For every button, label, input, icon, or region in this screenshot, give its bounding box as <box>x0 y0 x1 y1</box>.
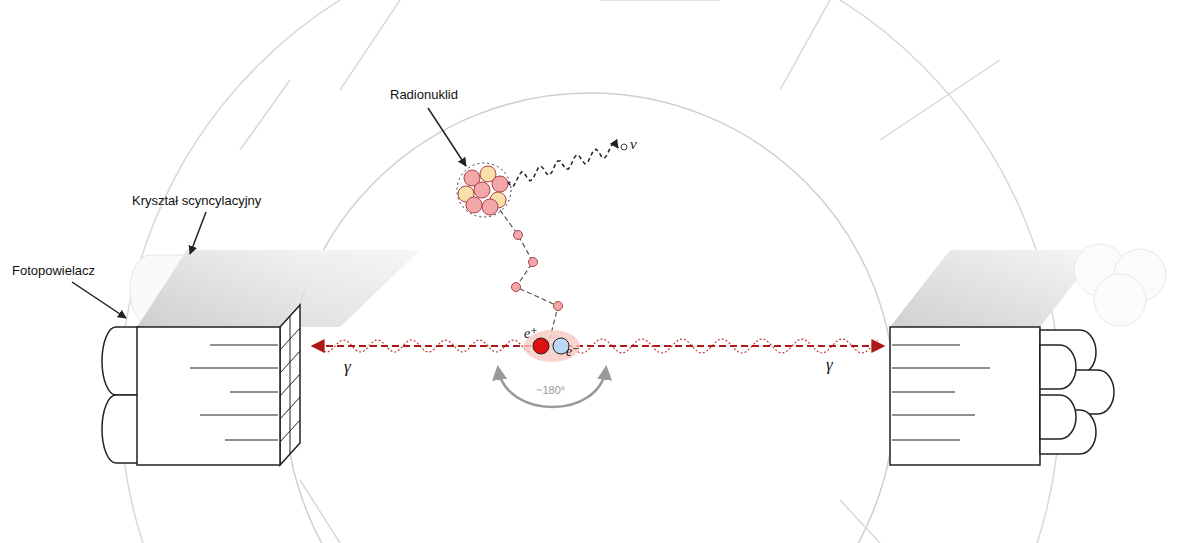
positron-path <box>500 210 558 338</box>
gantry-ring <box>120 0 1060 543</box>
neutrino-symbol: ν <box>630 136 637 153</box>
angle-arc <box>498 368 606 407</box>
crystal-label: Kryształ scyncylacyjny <box>132 194 261 208</box>
photomultiplier-label: Fotopowielacz <box>12 264 95 278</box>
positron-dots <box>512 231 563 311</box>
left-detector <box>102 250 420 465</box>
gamma-symbol: γ <box>344 358 351 377</box>
angle-label: ~180° <box>536 384 565 396</box>
gamma-ray <box>565 345 884 347</box>
radionuclide-label: Radionuklid <box>390 88 458 102</box>
neutrino-path <box>508 144 618 186</box>
positron-symbol: e⁺ <box>524 326 538 341</box>
right-detector <box>890 244 1166 465</box>
neutrino <box>621 144 627 150</box>
gamma-ray <box>312 345 542 347</box>
gamma-symbol: γ <box>826 356 833 375</box>
nucleus <box>457 163 511 217</box>
leader-line <box>72 108 466 318</box>
electron-symbol: e⁻ <box>566 344 580 359</box>
